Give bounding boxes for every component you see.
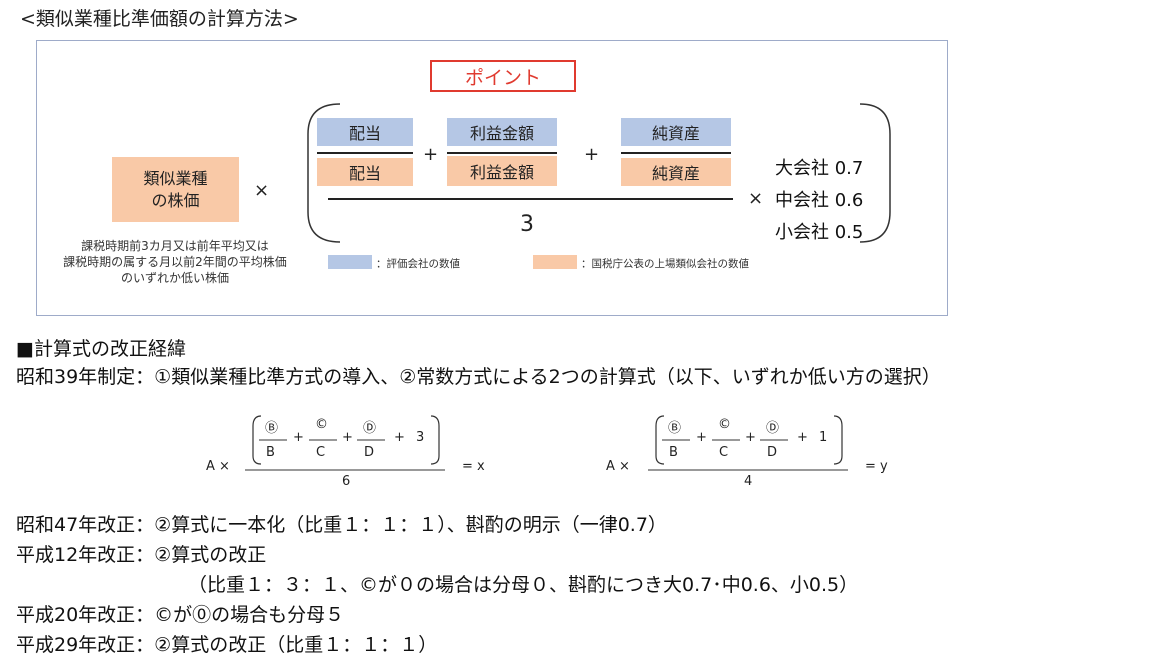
note-line: 課税時期前3カ月又は前年平均又は bbox=[81, 239, 269, 253]
formula1-den-b: B bbox=[266, 445, 275, 460]
stock-price-box: 類似業種 の株価 bbox=[112, 157, 239, 222]
stock-price-note: 課税時期前3カ月又は前年平均又は 課税時期の属する月以前2年間の平均株価 のいず… bbox=[40, 238, 310, 286]
formula-panel bbox=[36, 40, 948, 316]
history-item: 昭和39年制定：①類似業種比準方式の導入、②常数方式による2つの計算式（以下、い… bbox=[16, 366, 941, 388]
formula2-den-b: B bbox=[669, 445, 678, 460]
plus-symbol: + bbox=[293, 430, 304, 445]
times-symbol: × bbox=[254, 180, 270, 201]
history-item-detail: （比重１：３：１、©が０の場合は分母０、斟酌につき大0.7･中0.6、小0.5） bbox=[188, 574, 859, 596]
formula2-result: = y bbox=[865, 459, 888, 474]
times-symbol: × bbox=[748, 188, 764, 209]
formula2-num-b: Ⓑ bbox=[668, 421, 682, 436]
plus-symbol: + bbox=[584, 144, 600, 165]
formula1-num-b: Ⓑ bbox=[265, 421, 279, 436]
legend-label-orange: ：国税庁公表の上場類似会社の数値 bbox=[581, 258, 749, 270]
coef-medium: 中会社 0.6 bbox=[775, 190, 864, 211]
formula1-result: = x bbox=[462, 459, 485, 474]
formula1-graphic bbox=[245, 415, 445, 471]
formula1-constant: 3 bbox=[416, 430, 425, 445]
formula1-num-d: Ⓓ bbox=[363, 421, 377, 436]
history-item: 平成29年改正：②算式の改正（比重１：１：１） bbox=[16, 634, 438, 656]
formula2-graphic bbox=[648, 415, 848, 471]
formula1-den-d: D bbox=[364, 445, 375, 460]
coef-small: 小会社 0.5 bbox=[775, 222, 864, 243]
section-heading: ■計算式の改正経緯 bbox=[16, 338, 186, 360]
denominator-dividend: 配当 bbox=[317, 158, 413, 186]
formula2-num-c: © bbox=[718, 417, 731, 432]
numerator-profit: 利益金額 bbox=[447, 118, 557, 146]
numerator-dividend: 配当 bbox=[317, 118, 413, 146]
page-title: <類似業種比準価額の計算方法> bbox=[20, 8, 299, 30]
formula2-prefix: A × bbox=[606, 459, 630, 474]
denominator-profit: 利益金額 bbox=[447, 156, 557, 186]
point-callout: ポイント bbox=[430, 60, 576, 92]
formula2-constant: 1 bbox=[819, 430, 828, 445]
fraction-bar bbox=[621, 152, 731, 154]
plus-symbol: + bbox=[745, 430, 756, 445]
note-line: のいずれか低い株価 bbox=[120, 271, 229, 285]
history-item: 平成20年改正：©が⓪の場合も分母５ bbox=[16, 604, 345, 626]
denominator-net-assets: 純資産 bbox=[621, 158, 731, 186]
divisor: 3 bbox=[520, 212, 534, 237]
plus-symbol: + bbox=[797, 430, 808, 445]
legend-swatch-blue bbox=[328, 255, 372, 269]
plus-symbol: + bbox=[394, 430, 405, 445]
legend-swatch-orange bbox=[533, 255, 577, 269]
formula1-num-c: © bbox=[315, 417, 328, 432]
history-item: 昭和47年改正：②算式に一本化（比重１：１：１）、斟酌の明示（一律0.7） bbox=[16, 514, 667, 536]
numerator-net-assets: 純資産 bbox=[621, 118, 731, 146]
fraction-bar bbox=[447, 152, 557, 154]
coef-large: 大会社 0.7 bbox=[775, 158, 864, 179]
note-line: 課税時期の属する月以前2年間の平均株価 bbox=[63, 255, 287, 269]
formula2-den-c: C bbox=[719, 445, 729, 460]
fraction-bar bbox=[317, 152, 413, 154]
history-item: 平成12年改正：②算式の改正 bbox=[16, 544, 267, 566]
formula2-den-d: D bbox=[767, 445, 778, 460]
formula2-divisor: 4 bbox=[744, 474, 753, 489]
plus-symbol: + bbox=[696, 430, 707, 445]
formula1-divisor: 6 bbox=[342, 474, 351, 489]
formula1-prefix: A × bbox=[206, 459, 230, 474]
formula2-num-d: Ⓓ bbox=[766, 421, 780, 436]
main-fraction-bar bbox=[328, 198, 733, 200]
formula1-den-c: C bbox=[316, 445, 326, 460]
legend-label-blue: ：評価会社の数値 bbox=[376, 258, 460, 270]
plus-symbol: + bbox=[423, 144, 439, 165]
plus-symbol: + bbox=[342, 430, 353, 445]
